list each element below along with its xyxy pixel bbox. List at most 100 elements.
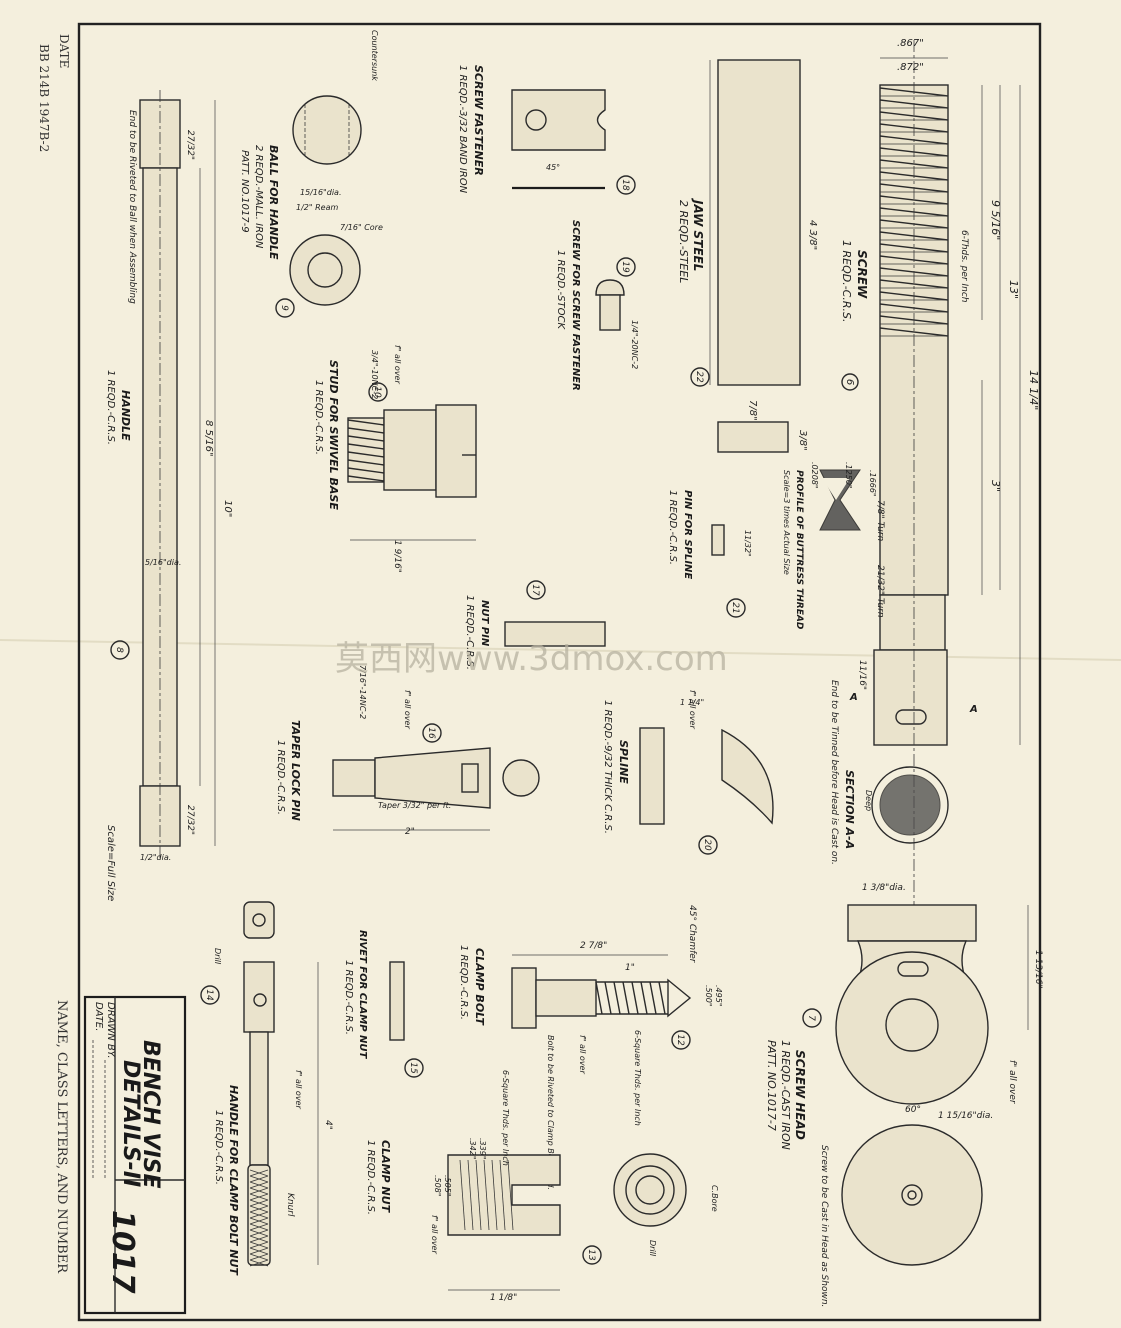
part-7-name: SCREW HEAD xyxy=(793,1050,807,1140)
part-7-patt: PATT. NO.1017-7 xyxy=(765,1040,778,1131)
nut-threads xyxy=(459,1159,514,1231)
dim-27-32-bottom: 27/32" xyxy=(185,805,195,835)
cast-in-head-note: Screw to be Cast in Head as Shown. xyxy=(819,1145,829,1307)
part-15-name: RIVET FOR CLAMP NUT xyxy=(357,930,368,1060)
date-field-label: DATE. xyxy=(93,1002,104,1031)
part-19-spec: 1 REQD.-STOCK xyxy=(555,250,566,330)
taper-all-over: f" all over xyxy=(403,690,412,729)
head-all-over: f" all over xyxy=(1007,1060,1017,1105)
drawing-border xyxy=(77,22,1042,1322)
part-7-screw-head: SCREW HEAD 1 REQD.-CAST IRON PATT. NO.10… xyxy=(765,883,1043,1307)
dim-7-8: 7/8" xyxy=(747,400,758,421)
part-15-spec: 1 REQD.-C.R.S. xyxy=(343,960,354,1035)
part-22-name: JAW STEEL xyxy=(691,198,705,271)
taper-note: Taper 3/32" per ft. xyxy=(378,801,451,810)
dim-2: 2" xyxy=(405,827,415,837)
deep-note: Deep xyxy=(864,790,873,811)
buttress-scale: Scale=3 times Actual Size xyxy=(782,470,791,575)
part-13-num: 13 xyxy=(586,1249,596,1261)
part-14-handle: HANDLE FOR CLAMP BOLT NUT 1 REQD.-C.R.S.… xyxy=(200,901,333,1276)
part-19-name: SCREW FOR SCREW FASTENER xyxy=(570,220,581,391)
section-a-left: A xyxy=(849,692,858,703)
part-12-spec: 1 REQD.-C.R.S. xyxy=(458,945,469,1020)
part-22-jaw-steel: 4 3/8" 7/8" 3/8" JAW STEEL 2 REQD.-STEEL… xyxy=(677,59,818,453)
dim-867: .867" xyxy=(897,38,924,49)
riveted-note: End to be Riveted to Ball when Assemblin… xyxy=(127,110,137,304)
dim-3-8: 3/8" xyxy=(797,430,808,451)
part-14-spec: 1 REQD.-C.R.S. xyxy=(213,1110,224,1185)
dim-18-45: 45° xyxy=(546,163,560,172)
dim-3: 3" xyxy=(989,480,1002,492)
buttress-title: PROFILE OF BUTTRESS THREAD xyxy=(794,470,804,630)
dim-60: 60° xyxy=(905,1105,921,1115)
part-10-num: 10 xyxy=(372,386,382,398)
dim-1250: .1250" xyxy=(844,462,853,489)
dim-5-16-dia: 5/16"dia. xyxy=(145,558,181,567)
dim-10: 10" xyxy=(222,500,233,517)
dim-505: .505" xyxy=(443,1175,452,1197)
part-6-spec: 1 REQD.-C.R.S. xyxy=(840,240,853,322)
part-18-name: SCREW FASTENER xyxy=(472,65,485,176)
part-7-num: 7 xyxy=(806,1015,816,1021)
sq-thds-note-13: 6-Square Thds. per Inch xyxy=(501,1070,510,1166)
dim-0208-a: .0208" xyxy=(810,462,819,489)
dim-342: .342" xyxy=(468,1138,477,1160)
dim-872: .872" xyxy=(897,62,924,73)
part-8-name: HANDLE xyxy=(119,390,132,441)
part-15-num: 15 xyxy=(408,1062,418,1074)
dim-1-2-dia: 1/2"dia. xyxy=(140,853,171,862)
threads-note: 6-Thds. per Inch xyxy=(959,230,969,303)
part-6-num: 6 xyxy=(844,379,855,385)
footer-label: NAME, CLASS LETTERS, AND NUMBER xyxy=(54,1000,69,1274)
turn-7-8: 7/8" Turn xyxy=(875,500,885,541)
part-20-num: 20 xyxy=(702,839,712,851)
part-17-name: NUT PIN xyxy=(479,600,490,647)
part-6-screw: .867" .872" 13" 14 1/4" 9 5/16" 3" 6-Thd… xyxy=(829,38,1040,930)
thread-1014: 7/16"-14NC-2 xyxy=(358,665,367,719)
section-a-right: A xyxy=(969,704,978,715)
part-10-spec: 1 REQD.-C.R.S. xyxy=(313,380,324,455)
part-19-screw: SCREW FOR SCREW FASTENER 1 REQD.-STOCK 1… xyxy=(555,220,639,391)
part-22-num: 22 xyxy=(694,371,704,383)
dim-1-13-16: 1 13/16" xyxy=(1033,950,1043,989)
part-20-spline: SPLINE 1 REQD.-9/32 THICK C.R.S. 20 f" a… xyxy=(602,690,774,855)
bolt-all-over: f" all over xyxy=(578,1035,587,1074)
dim-15-16-dia: 15/16"dia. xyxy=(300,188,341,197)
part-19-num: 19 xyxy=(620,261,630,273)
dim-508: .508" xyxy=(433,1175,442,1197)
dim-4-3-8: 4 3/8" xyxy=(807,220,818,250)
title-line2: DETAILS-II xyxy=(118,1060,143,1187)
part-8-handle: 10" 8 5/16" 27/32" 27/32" 1/2"dia. 5/16"… xyxy=(105,90,233,901)
dim-2-7-8: 2 7/8" xyxy=(580,941,607,951)
dim-1-3-8-dia: 1 3/8"dia. xyxy=(862,883,906,893)
scale-full-note: Scale=Full Size xyxy=(105,825,116,901)
chamfer-note: 45° Chamfer xyxy=(687,905,697,964)
dim-1666: .1666" xyxy=(868,470,877,497)
part-21-num: 21 xyxy=(730,602,740,613)
part-20-spec: 1 REQD.-9/32 THICK C.R.S. xyxy=(602,700,613,834)
nut-all-over: f" all over xyxy=(430,1215,439,1254)
dim-11-16: 11/16" xyxy=(857,660,867,690)
part-20-name: SPLINE xyxy=(617,740,630,784)
drawing-number: 1017 xyxy=(105,1210,140,1294)
bolt-riveted-note: Bolt to be Riveted to Clamp Bolt Head. xyxy=(546,1035,555,1190)
part-10-stud: STUD FOR SWIVEL BASE 1 REQD.-C.R.S. 10 3… xyxy=(313,345,477,573)
part-9-ball: BALL FOR HANDLE 2 REQD.-MALL. IRON PATT.… xyxy=(239,30,383,318)
part-9-patt: PATT. NO.1017-9 xyxy=(239,150,250,233)
c-bore-note: C.Bore xyxy=(710,1185,719,1212)
dim-1-bolt: 1" xyxy=(625,963,635,973)
part-21-pin: PIN FOR SPLINE 1 REQD.-C.R.S. 21 11/32" xyxy=(667,490,752,618)
dim-339: .339" xyxy=(478,1138,487,1160)
thread-1010: 3/4"-10NC-2 xyxy=(370,350,379,399)
spline-all-over: f" all over xyxy=(688,690,697,729)
knurl-pattern xyxy=(249,1169,269,1267)
part-13-spec: 1 REQD.-C.R.S. xyxy=(365,1140,376,1215)
part-16-taper-pin: TAPER LOCK PIN 1 REQD.-C.R.S. 16 Taper 3… xyxy=(275,665,540,837)
part-22-spec: 2 REQD.-STEEL xyxy=(677,200,690,283)
dim-500: .500" xyxy=(704,985,713,1007)
title-line1: BENCH VISE xyxy=(138,1040,163,1189)
form-code: BB 214B 1947B-2 xyxy=(37,44,51,152)
part-16-name: TAPER LOCK PIN xyxy=(289,720,302,821)
part-8-num: 8 xyxy=(114,647,124,653)
dim-1-9-16: 1 9/16" xyxy=(392,540,402,573)
